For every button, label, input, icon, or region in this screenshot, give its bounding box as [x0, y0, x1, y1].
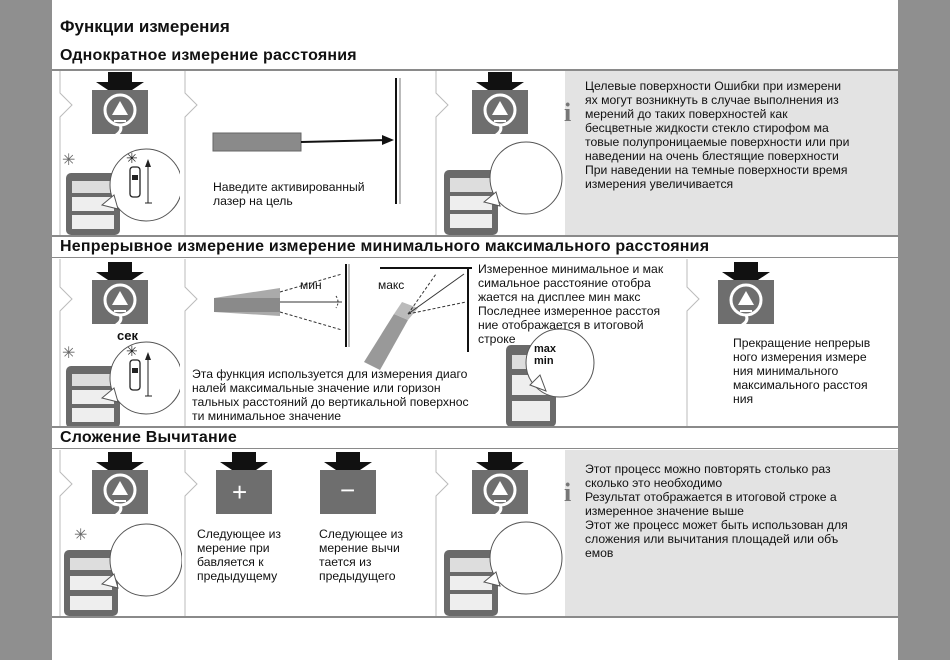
chevron-separator [184, 259, 198, 427]
measure-button-icon[interactable] [466, 72, 534, 138]
rangefinder-device-icon [444, 521, 563, 616]
info-box [565, 71, 898, 235]
plus-symbol: + [232, 477, 248, 507]
measure-button-icon[interactable] [86, 72, 154, 138]
svg-text:✳: ✳ [62, 152, 75, 169]
measure-button-icon[interactable] [466, 452, 534, 518]
measure-button-icon[interactable] [712, 262, 780, 328]
section3-bottom-rule [52, 616, 898, 618]
maximum-distance-diagram [364, 267, 472, 370]
section2-top-rule [52, 235, 898, 237]
minimum-distance-diagram [214, 264, 350, 347]
svg-text:✳: ✳ [74, 527, 87, 544]
info-icon: i [564, 478, 572, 507]
right-margin-bar [898, 0, 950, 660]
chevron-separator [59, 450, 73, 616]
max-min-display: max min [534, 343, 556, 367]
addition-subtraction-note: Этот процесс можно повторять столько раз… [585, 462, 848, 560]
section1-heading: Однократное измерение расстояния [60, 47, 357, 64]
section3-top-rule [52, 426, 898, 428]
max-indicator: max [534, 343, 557, 355]
section3-heading-rule [52, 448, 898, 449]
rangefinder-device-icon [506, 328, 595, 427]
chevron-separator [435, 71, 449, 235]
section1-top-rule [52, 69, 898, 71]
stop-continuous-text: Прекращение непрерыв ного измерения изме… [733, 336, 871, 406]
section2-heading: Непрерывное измерение измерение минималь… [60, 238, 710, 255]
chevron-separator [184, 450, 198, 616]
chevron-separator [686, 259, 700, 427]
left-margin-bar [0, 0, 52, 660]
seconds-label: сек [117, 328, 138, 343]
min-max-description: Эта функция используется для измерения д… [192, 367, 469, 423]
target-surfaces-note: Целевые поверхности Ошибки при измерени … [585, 79, 850, 191]
rangefinder-device-icon: ✳ ✳ [62, 148, 180, 235]
page-title: Функции измерения [60, 17, 230, 36]
chevron-separator [184, 71, 198, 235]
addition-text: Следующее из мерение при бавляется к пре… [197, 527, 281, 583]
minus-symbol: − [340, 475, 356, 505]
svg-text:✳: ✳ [62, 345, 75, 362]
chevron-separator [59, 259, 73, 427]
measure-button-icon[interactable] [86, 262, 154, 328]
rangefinder-device-icon [444, 141, 563, 235]
max-label: макс [378, 278, 405, 292]
info-box [565, 450, 898, 616]
display-explanation: Измеренное минимальное и мак симальное р… [478, 262, 664, 346]
measure-button-icon[interactable] [86, 452, 154, 518]
section2-heading-rule [52, 257, 898, 258]
minus-button-icon[interactable] [314, 452, 382, 518]
min-label: мин [300, 278, 322, 292]
rangefinder-device-icon: ✳ ✳ [62, 341, 180, 428]
min-indicator: min [534, 355, 554, 367]
laser-instruction: Наведите активированный лазер на цель [213, 180, 365, 208]
chevron-separator [59, 71, 73, 235]
svg-text:✳: ✳ [126, 343, 138, 359]
svg-text:✳: ✳ [126, 150, 138, 166]
chevron-separator [435, 450, 449, 616]
section3-heading: Сложение Вычитание [60, 429, 238, 446]
info-icon: i [564, 98, 572, 127]
rangefinder-device-icon: ✳ [64, 523, 182, 616]
plus-button-icon[interactable] [210, 452, 278, 518]
laser-target-diagram [212, 78, 401, 204]
subtraction-text: Следующее из мерение вычи тается из пред… [319, 527, 403, 583]
